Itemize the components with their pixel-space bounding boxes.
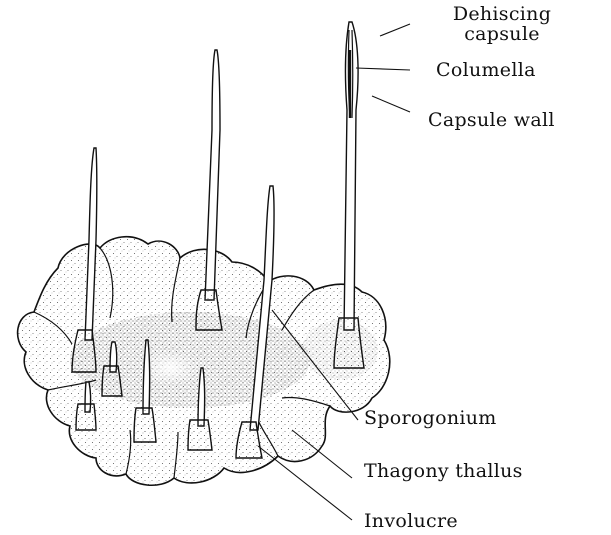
leader-columella bbox=[356, 68, 410, 70]
label-dehiscing-capsule: Dehiscing capsule bbox=[432, 4, 572, 44]
label-capsule-wall: Capsule wall bbox=[428, 110, 555, 130]
label-dehiscing-line2: capsule bbox=[432, 24, 572, 44]
leader-dehiscing bbox=[380, 24, 410, 36]
leader-capsule-wall bbox=[372, 96, 410, 112]
label-thallus: Thagony thallus bbox=[364, 461, 523, 481]
label-dehiscing-line1: Dehiscing bbox=[432, 4, 572, 24]
label-sporogonium: Sporogonium bbox=[364, 408, 497, 428]
label-involucre: Involucre bbox=[364, 511, 458, 531]
label-columella: Columella bbox=[436, 60, 536, 80]
